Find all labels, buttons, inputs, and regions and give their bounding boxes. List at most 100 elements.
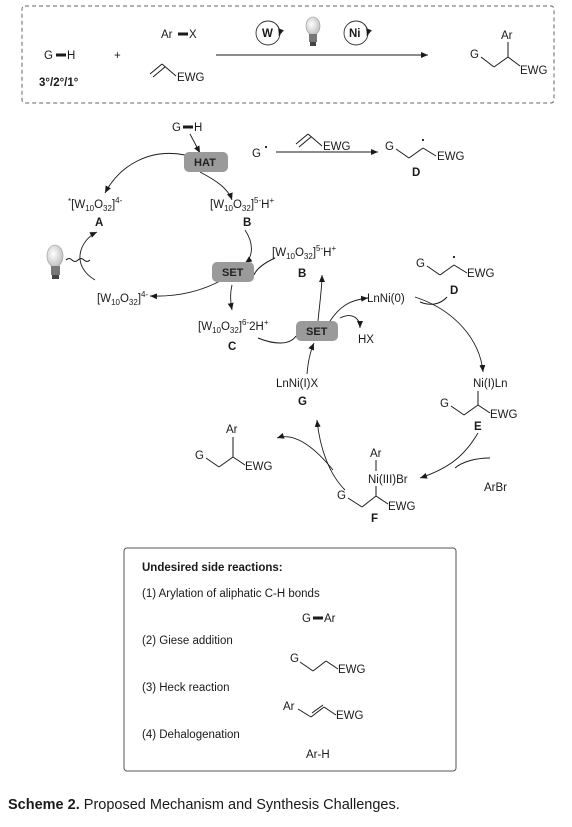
svg-text:Ar: Ar [324,613,336,625]
top-reaction-box: G H 3°/2°/1° + Ar X EWG W [21,5,555,104]
side-reactions-box: Undesired side reactions: (1) Arylation … [123,547,457,772]
svg-text:Ar: Ar [501,30,513,42]
side-item-2: (2) Giese addition [142,635,233,647]
ni-product: Ar G EWG [195,424,273,473]
top-alkene [149,63,177,78]
caption-text: Proposed Mechanism and Synthesis Challen… [79,797,400,813]
ni-catalyst-icon: Ni [343,20,372,46]
top-alkene-ewg: EWG [177,72,205,84]
svg-text:B: B [298,268,306,280]
svg-text:Ni: Ni [349,28,361,40]
arc-B-down [244,229,253,264]
svg-text:[W10O32]5-H+: [W10O32]5-H+ [210,196,274,213]
svg-text:Ar: Ar [226,424,238,436]
species-f: Ar Ni(III)Br G EWG F [337,448,416,525]
arbr: ArBr [484,482,507,494]
svg-text:[W10O32]6-2H+: [W10O32]6-2H+ [198,318,269,335]
svg-text:Ni(III)Br: Ni(III)Br [368,474,408,486]
svg-text:G: G [385,141,394,153]
svg-text:EWG: EWG [388,501,416,513]
svg-text:B: B [243,217,251,229]
hat-cycle: G H HAT G EWG G [46,122,465,353]
arc-to-A [104,153,186,194]
svg-text:D: D [412,167,420,179]
species-w-ground: [W10O32]4- [97,290,148,307]
arc-to-C [227,284,234,311]
lnni0: LnNi(0) [367,293,405,305]
svg-text:SET: SET [222,267,244,279]
arc-to-G [314,419,346,491]
species-g-label: G [298,396,307,408]
side-title: Undesired side reactions: [142,562,283,574]
caption-bold: Scheme 2. [8,797,80,813]
top-product: G Ar EWG [470,30,548,77]
hat-gh-g: G [172,122,181,134]
svg-text:SET: SET [306,326,328,338]
svg-text:Ni(I)Ln: Ni(I)Ln [473,378,508,390]
top-substrate-h: H [67,50,75,62]
species-b-upper: [W10O32]5-H+ B [210,196,274,229]
svg-text:EWG: EWG [245,461,273,473]
w-catalyst-icon: W [255,20,284,46]
set-pill-lower: SET [296,321,338,341]
svg-text:E: E [474,421,482,433]
svg-text:EWG: EWG [336,710,364,722]
top-arx-ar: Ar [161,29,173,41]
hx: HX [358,334,374,346]
set-pill-upper: SET [212,262,254,282]
ni-cycle: [W10O32]5-H+ B SET LnNi(0) HX G EWG D [195,244,518,525]
species-b-lower: [W10O32]5-H+ B [272,244,336,280]
species-a: *[W10O32]4- A [68,196,123,229]
svg-text:Ar-H: Ar-H [306,749,330,761]
arc-to-A-up [79,231,98,281]
lightbulb-icon [305,16,321,46]
svg-text:A: A [95,217,103,229]
svg-text:F: F [371,513,378,525]
svg-text:G: G [440,398,449,410]
svg-text:Ar: Ar [283,701,295,713]
hat-gh-h: H [194,122,202,134]
hat-pill: HAT [184,152,228,172]
svg-text:G: G [416,258,425,270]
svg-text:W: W [262,28,273,40]
svg-text:EWG: EWG [490,409,518,421]
svg-text:G: G [302,613,311,625]
svg-text:EWG: EWG [520,65,548,77]
hat-radical-g: G [252,148,261,160]
svg-text:G: G [337,490,346,502]
species-e: Ni(I)Ln G EWG E [440,378,518,433]
species-c: [W10O32]6-2H+ C [198,318,269,353]
svg-text:[W10O32]4-: [W10O32]4- [97,290,148,307]
arc-to-E [414,296,486,373]
top-substrate-g: G [44,50,53,62]
species-d-lower: G EWG D [416,255,495,297]
species-d-upper: G EWG D [385,138,465,179]
svg-text:HAT: HAT [194,157,216,169]
arc-to-W [149,279,223,300]
top-arx-x: X [189,29,197,41]
arrow-to-hx [339,315,363,329]
species-g: LnNi(I)X [276,378,319,390]
svg-text:*[W10O32]4-: *[W10O32]4- [68,196,123,213]
svg-text:EWG: EWG [323,141,351,153]
hat-alkene: EWG [295,133,351,153]
arc-to-F [419,432,479,479]
side-item-1: (1) Arylation of aliphatic C-H bonds [142,588,320,600]
side-item-4: (4) Dehalogenation [142,729,240,741]
svg-text:C: C [228,341,236,353]
side-item-3: (3) Heck reaction [142,682,230,694]
arrow-to-lnni0 [329,295,369,322]
svg-text:EWG: EWG [467,268,495,280]
svg-text:EWG: EWG [338,664,366,676]
lightbulb-left-icon [46,244,91,279]
arc-to-B [199,171,233,201]
svg-text:EWG: EWG [437,151,465,163]
arc-to-product [276,432,334,471]
svg-text:Ar: Ar [370,448,382,460]
top-plus: + [114,50,121,62]
svg-text:[W10O32]5-H+: [W10O32]5-H+ [272,244,336,261]
svg-text:G: G [290,653,299,665]
figure-caption: Scheme 2. Proposed Mechanism and Synthes… [8,797,400,813]
top-selectivity: 3°/2°/1° [39,77,79,89]
